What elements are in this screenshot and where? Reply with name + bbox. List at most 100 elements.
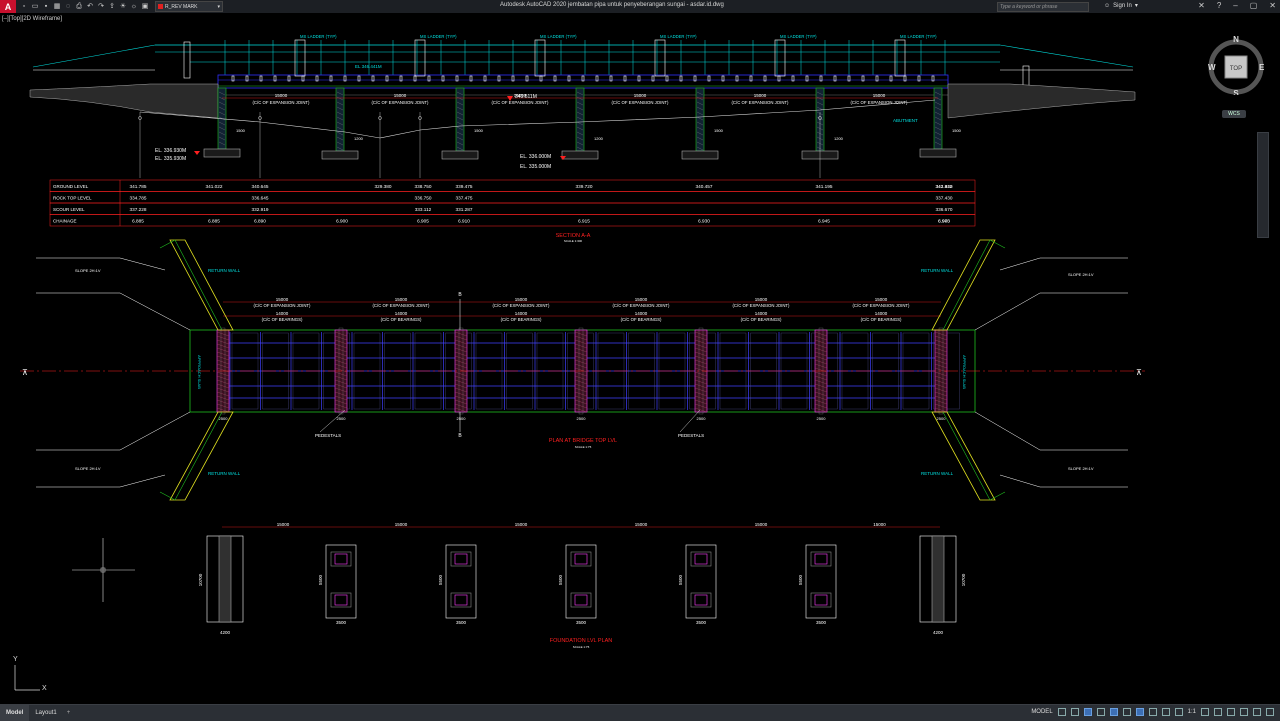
pile-cap xyxy=(810,551,832,567)
sign-in-button[interactable]: ☺ Sign In ▾ xyxy=(1104,2,1138,10)
close-icon[interactable]: ✕ xyxy=(1269,1,1276,10)
table-cell: 6.915 xyxy=(578,219,590,224)
pedestal-hatch xyxy=(574,391,588,397)
pedestal-hatch xyxy=(334,383,348,389)
pedestal-hatch xyxy=(334,343,348,349)
borehole-marker xyxy=(378,116,382,120)
help-icon[interactable]: ? xyxy=(1216,1,1222,10)
osnap-icon[interactable] xyxy=(1122,708,1131,716)
customize-icon[interactable] xyxy=(1266,708,1274,716)
wing-line xyxy=(942,411,1006,501)
pedestal-hatch xyxy=(334,387,348,393)
bolt xyxy=(917,75,921,82)
user-icon: ☺ xyxy=(1104,2,1111,9)
pedestal-hatch xyxy=(814,347,828,353)
pedestal-hatch xyxy=(574,367,588,373)
pedestal-hatch xyxy=(454,343,468,349)
plot-icon[interactable]: ⎙ xyxy=(76,2,82,10)
web-icon[interactable]: ◌ xyxy=(65,2,71,10)
tab-model[interactable]: Model xyxy=(0,705,30,721)
pedestal-hatch xyxy=(574,331,588,337)
drawing-canvas[interactable]: [–][Top][2D Wireframe] MS LADDER (TYP)MS… xyxy=(0,13,1280,704)
transparency-icon[interactable] xyxy=(1161,708,1170,716)
pedestal-hatch xyxy=(454,375,468,381)
viewcube-top[interactable]: TOP xyxy=(1230,66,1242,72)
gear-icon[interactable] xyxy=(1201,708,1209,716)
span-length: 15000 xyxy=(514,93,527,98)
viewcube-east[interactable]: E xyxy=(1259,63,1265,72)
lightbulb-icon[interactable]: ☀ xyxy=(119,2,127,10)
annotation-icon[interactable] xyxy=(1174,708,1183,716)
viewcube-north[interactable]: N xyxy=(1233,35,1239,44)
footing-length: 5500 xyxy=(558,574,563,585)
pier-base xyxy=(694,594,708,606)
pier-hatch xyxy=(696,131,704,136)
viewcube-west[interactable]: W xyxy=(1208,63,1216,72)
model-space-button[interactable]: MODEL xyxy=(1031,709,1053,715)
section-arrow: ⊼ xyxy=(22,368,28,377)
saveas-icon[interactable]: ▦ xyxy=(53,2,61,10)
ortho-icon[interactable] xyxy=(1083,708,1092,716)
pedestal-hatch xyxy=(694,343,708,349)
pier-footing xyxy=(561,150,599,160)
minimize-icon[interactable]: – xyxy=(1233,1,1238,10)
grid-icon[interactable] xyxy=(1057,708,1066,716)
span-length: 15000 xyxy=(634,93,647,98)
open-icon[interactable]: ▭ xyxy=(31,2,39,10)
isodraft-icon[interactable] xyxy=(1109,708,1118,716)
pier-hatch xyxy=(456,136,464,141)
maximize-icon[interactable]: ▢ xyxy=(1249,1,1258,10)
exchange-icon[interactable]: ✕ xyxy=(1198,1,1205,10)
lock-icon[interactable]: ▣ xyxy=(141,2,149,10)
snap-icon[interactable] xyxy=(1070,708,1079,716)
expansion-label: (C/C OF EXPANSION JOINT) xyxy=(612,100,670,105)
pedestal-hatch xyxy=(814,359,828,365)
add-layout-button[interactable]: + xyxy=(66,710,71,716)
pier-hatch xyxy=(934,96,942,101)
annotation-scale[interactable]: 1:1 xyxy=(1187,709,1196,715)
ladder-label: MS LADDER (TYP) xyxy=(900,34,937,39)
bolt xyxy=(847,75,851,82)
redo-icon[interactable]: ↷ xyxy=(98,2,104,10)
pier-hatch xyxy=(934,141,942,146)
plus-icon[interactable] xyxy=(1214,708,1222,716)
undo-icon[interactable]: ↶ xyxy=(87,2,93,10)
navigation-bar[interactable] xyxy=(1257,132,1269,238)
pedestal-width: 2500 xyxy=(697,416,707,421)
pier-hatch xyxy=(934,116,942,121)
layer-dropdown[interactable]: R_REV MARK ▾ xyxy=(155,1,223,12)
viewcube[interactable]: TOP N S W E xyxy=(1207,33,1265,95)
isolate-icon[interactable] xyxy=(1227,708,1235,716)
hardware-icon[interactable] xyxy=(1240,708,1248,716)
table-row-label: GROUND LEVEL xyxy=(53,184,89,189)
app-menu-button[interactable]: A xyxy=(0,0,16,13)
pedestal-hatch xyxy=(334,379,348,385)
pier-footing xyxy=(325,544,357,619)
pedestal-hatch xyxy=(574,335,588,341)
search-input[interactable]: Type a keyword or phrase xyxy=(997,2,1089,12)
bearing-length: 14000 xyxy=(755,311,768,316)
table-cell: 337.228 xyxy=(130,207,147,212)
pier-hatch xyxy=(576,146,584,151)
pedestal-hatch xyxy=(814,367,828,373)
viewport-controls[interactable]: [–][Top][2D Wireframe] xyxy=(2,16,63,22)
pier-hatch xyxy=(336,121,344,126)
wing-line xyxy=(159,411,223,501)
lineweight-icon[interactable] xyxy=(1148,708,1157,716)
pedestal-hatch xyxy=(454,403,468,409)
save-icon[interactable]: ▪ xyxy=(44,2,48,10)
pier-hatch xyxy=(336,106,344,111)
expansion-label: (C/C OF EXPANSION JOINT) xyxy=(733,303,791,308)
polar-icon[interactable] xyxy=(1096,708,1105,716)
wcs-menu[interactable]: WCS xyxy=(1222,110,1246,118)
sun-icon[interactable]: ☼ xyxy=(130,2,138,10)
clean-screen-icon[interactable] xyxy=(1253,708,1261,716)
otrack-icon[interactable] xyxy=(1135,708,1144,716)
share-icon[interactable]: ⇪ xyxy=(109,2,115,10)
new-icon[interactable]: ▫ xyxy=(22,2,26,10)
bolt xyxy=(819,75,823,82)
tab-layout1[interactable]: Layout1 xyxy=(35,710,57,716)
viewcube-south[interactable]: S xyxy=(1233,89,1239,95)
pedestal-hatch xyxy=(934,395,948,401)
pier-height-dim: 1500 xyxy=(236,128,246,133)
